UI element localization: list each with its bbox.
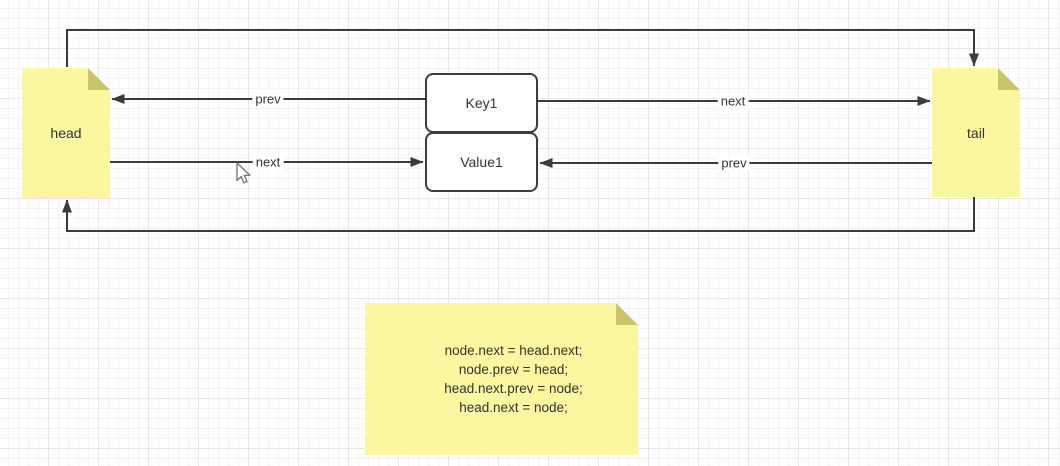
- code-line: node.next = head.next;: [444, 343, 583, 358]
- edge-label-next-left[interactable]: next: [252, 154, 284, 170]
- node-value-label: Value1: [460, 154, 503, 170]
- node-value-cell[interactable]: Value1: [425, 132, 538, 192]
- code-line: head.next = node;: [459, 400, 568, 415]
- edge-label-prev-left[interactable]: prev: [252, 91, 284, 107]
- edge-label-next-right[interactable]: next: [717, 93, 749, 109]
- mouse-cursor-icon: [236, 162, 251, 184]
- code-line: node.prev = head;: [458, 362, 569, 377]
- head-note-label: head: [50, 125, 82, 141]
- tail-note[interactable]: tail: [932, 68, 1020, 197]
- tail-note-label: tail: [967, 124, 985, 141]
- edge-label-prev-right[interactable]: prev: [718, 155, 750, 171]
- code-note-text: node.next = head.next; node.prev = head;…: [395, 341, 632, 417]
- node-key-cell[interactable]: Key1: [425, 73, 538, 133]
- node-key-label: Key1: [465, 95, 498, 111]
- code-note[interactable]: node.next = head.next; node.prev = head;…: [365, 303, 638, 455]
- connector-bottom-loop[interactable]: [62, 197, 975, 232]
- code-line: head.next.prev = node;: [444, 381, 583, 396]
- head-note[interactable]: head: [22, 68, 110, 198]
- connector-top-loop[interactable]: [66, 29, 979, 67]
